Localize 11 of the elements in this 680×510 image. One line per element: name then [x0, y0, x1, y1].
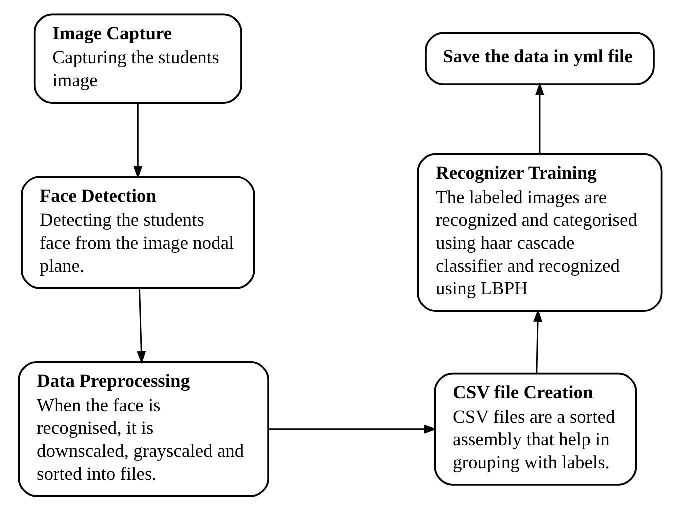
arrow [268, 424, 437, 434]
node-box: Face Detection Detecting the students face from the image nodal plane. [20, 176, 255, 289]
node-box: Save the data in yml file [424, 32, 654, 85]
arrow [136, 288, 146, 364]
node-box: Data Preprocessing When the face is recognised, it is downscaled, grayscaled and sorted into files. [18, 360, 269, 497]
arrow [133, 102, 142, 179]
arrow [534, 82, 544, 154]
node-box: Image Capture Capturing the students image [33, 13, 242, 104]
node-box: Recognizer Training The labeled images are recognized and categorised using haar cascade classifier and recognized using LBPH [416, 152, 662, 312]
arrow [533, 308, 542, 374]
node-box: CSV file Creation CSV files are a sorted assembly that help in grouping with labels. [434, 372, 637, 486]
